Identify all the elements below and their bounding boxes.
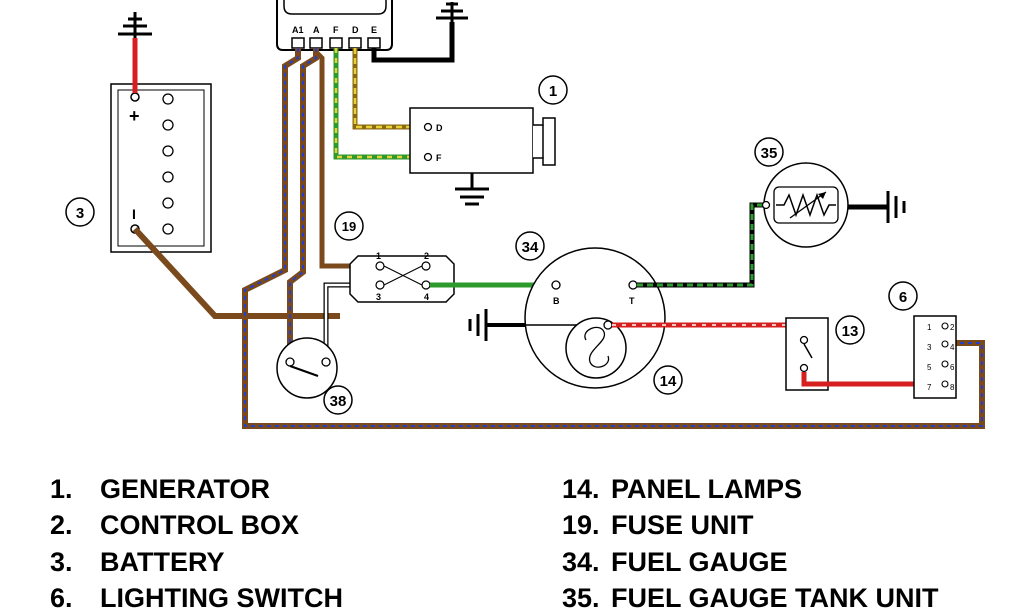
callout-13: 13 xyxy=(835,315,865,345)
connector-pin-5: 5 xyxy=(927,363,932,372)
control-box-terminal-a: A xyxy=(313,25,320,35)
callout-19-label: 19 xyxy=(342,219,356,234)
callout-1-label: 1 xyxy=(549,83,557,100)
callout-38: 38 xyxy=(323,385,353,415)
fuse-terminal-1: 1 xyxy=(376,251,381,261)
callout-35-label: 35 xyxy=(761,145,778,162)
panel-lamp xyxy=(565,317,627,379)
legend-text: GENERATOR xyxy=(100,474,271,504)
wire-f-green-yellow xyxy=(333,48,426,160)
callout-35: 35 xyxy=(754,137,784,167)
wire-gauge-to-tank-green-black xyxy=(637,202,764,288)
connector-pin-1: 1 xyxy=(927,323,932,332)
connector-pin-4: 4 xyxy=(950,343,955,352)
fuse-terminal-3: 3 xyxy=(376,292,381,302)
connector-pin-3: 3 xyxy=(927,343,932,352)
callout-6: 6 xyxy=(888,281,918,311)
generator-terminal-f: F xyxy=(436,153,442,163)
wire-control-box-earth xyxy=(371,22,455,63)
ground-symbol-control-box xyxy=(436,2,468,22)
legend-num: 19. xyxy=(562,510,600,540)
wire-d-yellow xyxy=(352,48,426,130)
legend-num: 34. xyxy=(562,547,600,577)
legend-left-4: 6. LIGHTING SWITCH xyxy=(50,583,343,614)
fuse-unit: 1 2 3 4 xyxy=(349,251,455,303)
battery: + I xyxy=(110,83,212,253)
connector-pin-7: 7 xyxy=(927,383,932,392)
legend-text: FUEL GAUGE TANK UNIT xyxy=(611,583,939,613)
legend-right-4: 35. FUEL GAUGE TANK UNIT xyxy=(562,583,939,614)
callout-34: 34 xyxy=(515,231,545,261)
wire-switch-to-connector-red xyxy=(801,372,922,387)
legend-text: FUSE UNIT xyxy=(611,510,754,540)
gauge-terminal-b: B xyxy=(553,296,560,306)
connector-pin-8: 8 xyxy=(950,383,955,392)
ground-symbol-gauge xyxy=(468,309,488,341)
callout-14: 14 xyxy=(653,365,683,395)
callout-13-label: 13 xyxy=(842,323,859,340)
callout-3: 3 xyxy=(65,197,95,227)
fuse-terminal-4: 4 xyxy=(424,292,429,302)
callout-14-label: 14 xyxy=(660,373,677,390)
legend-left-1: 1. GENERATOR xyxy=(50,474,270,505)
legend-left-3: 3. BATTERY xyxy=(50,547,225,578)
callout-3-label: 3 xyxy=(76,205,84,222)
generator-terminal-d: D xyxy=(436,123,443,133)
wiring-diagram: A1 A F D E + I xyxy=(65,0,985,429)
generator: D F xyxy=(409,107,556,174)
connector-pin-6: 6 xyxy=(950,363,955,372)
ground-symbol-tank xyxy=(886,191,906,223)
legend-num: 35. xyxy=(562,583,600,613)
gauge-terminal-t: T xyxy=(629,296,635,306)
control-box: A1 A F D E xyxy=(276,0,393,51)
callout-19: 19 xyxy=(334,211,364,241)
control-box-terminal-f: F xyxy=(333,25,339,35)
battery-minus-label: I xyxy=(132,206,136,222)
legend-left-2: 2. CONTROL BOX xyxy=(50,510,299,541)
legend-right-3: 34. FUEL GAUGE xyxy=(562,547,788,578)
legend-right-2: 19. FUSE UNIT xyxy=(562,510,754,541)
legend-num: 1. xyxy=(50,474,73,504)
legend-num: 2. xyxy=(50,510,73,540)
fuse-terminal-2: 2 xyxy=(424,251,429,261)
legend-num: 3. xyxy=(50,547,73,577)
legend-text: PANEL LAMPS xyxy=(611,474,803,504)
control-box-terminal-e: E xyxy=(371,25,377,35)
legend-text: LIGHTING SWITCH xyxy=(100,583,343,613)
callout-34-label: 34 xyxy=(522,239,539,256)
connector-6: 1 2 3 4 5 6 7 8 xyxy=(913,315,957,399)
legend-right-1: 14. PANEL LAMPS xyxy=(562,474,802,505)
wire-a1-brown-blue xyxy=(242,48,985,429)
wire-a-brown-blue xyxy=(287,48,319,360)
lighting-switch xyxy=(276,337,338,399)
legend-text: BATTERY xyxy=(100,547,225,577)
legend-num: 14. xyxy=(562,474,600,504)
connector-pin-2: 2 xyxy=(950,323,955,332)
tank-unit xyxy=(761,162,849,248)
control-box-terminal-a1: A1 xyxy=(292,25,304,35)
callout-6-label: 6 xyxy=(899,289,907,306)
battery-plus-label: + xyxy=(129,106,140,126)
ground-symbol-generator xyxy=(455,173,489,206)
control-box-terminal-d: D xyxy=(352,25,359,35)
legend-text: FUEL GAUGE xyxy=(611,547,788,577)
legend-text: CONTROL BOX xyxy=(100,510,300,540)
ground-symbol-battery xyxy=(118,12,152,38)
legend-num: 6. xyxy=(50,583,73,613)
wire-battery-brown xyxy=(132,226,340,319)
switch-13 xyxy=(785,317,829,391)
callout-1: 1 xyxy=(538,75,568,105)
callout-38-label: 38 xyxy=(330,393,347,410)
